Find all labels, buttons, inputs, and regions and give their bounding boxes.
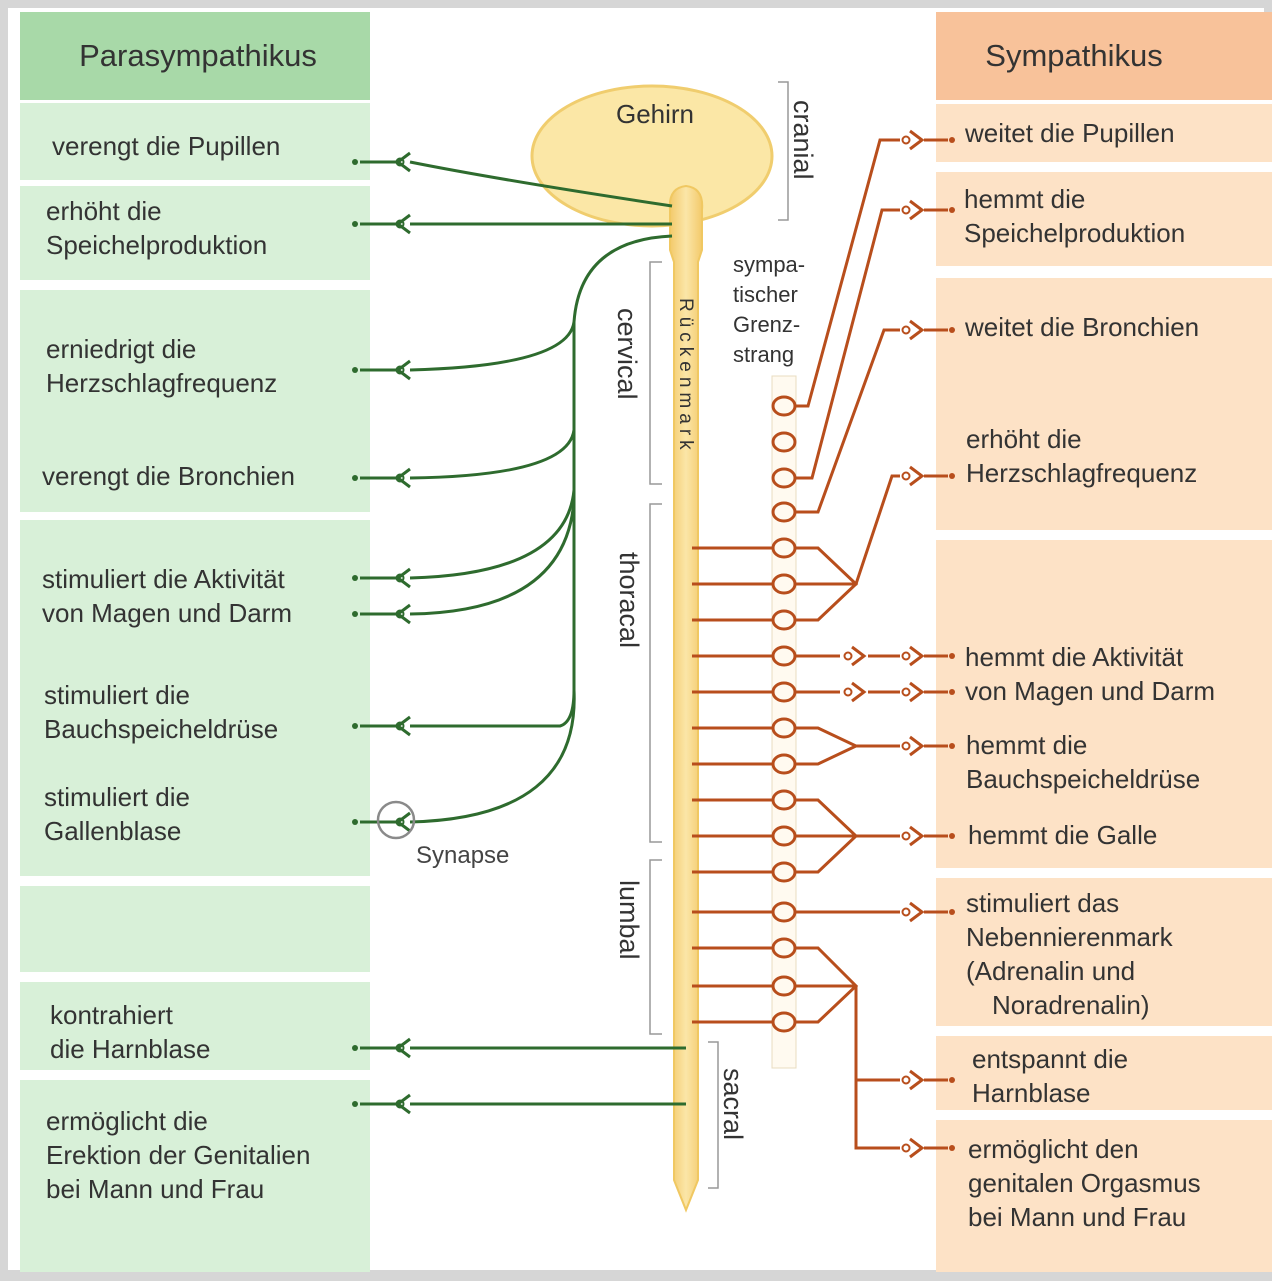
symp-label-heart-2: Herzschlagfrequenz	[966, 458, 1197, 488]
para-label-pancreas-1: stimuliert die	[44, 680, 190, 710]
symp-label-saliva-2: Speichelproduktion	[964, 218, 1185, 248]
ganglion-12	[773, 827, 795, 845]
para-label-bronchi: verengt die Bronchien	[42, 461, 295, 491]
symp-label-bronchi: weitet die Bronchien	[964, 312, 1199, 342]
brain-label: Gehirn	[616, 99, 694, 129]
ganglion-0	[773, 397, 795, 415]
ganglion-9	[773, 719, 795, 737]
ganglion-16	[773, 977, 795, 995]
ganglion-15	[773, 939, 795, 957]
symp-label-bladder-2: Harnblase	[972, 1078, 1091, 1108]
para-label-genital-3: bei Mann und Frau	[46, 1174, 264, 1204]
para-label-heart-2: Herzschlagfrequenz	[46, 368, 277, 398]
ganglion-14	[773, 903, 795, 921]
ganglion-10	[773, 755, 795, 773]
symp-label-adrenal-2: Nebennierenmark	[966, 922, 1174, 952]
symp-label-pancreas-1: hemmt die	[966, 730, 1087, 760]
para-label-gut-2: von Magen und Darm	[42, 598, 292, 628]
ganglion-13	[773, 863, 795, 881]
symp-label-pupils: weitet die Pupillen	[964, 118, 1175, 148]
ganglion-17	[773, 1013, 795, 1031]
region-sacral: sacral	[718, 1068, 748, 1140]
symp-label-adrenal-3: (Adrenalin und	[966, 956, 1135, 986]
para-box-empty	[20, 886, 370, 972]
symp-label-gall: hemmt die Galle	[968, 820, 1157, 850]
para-label-saliva-2: Speichelproduktion	[46, 230, 267, 260]
symp-label-saliva-1: hemmt die	[964, 184, 1085, 214]
region-cervical: cervical	[612, 308, 642, 400]
ganglion-6	[773, 611, 795, 629]
symp-label-genital-2: genitalen Orgasmus	[968, 1168, 1201, 1198]
para-label-genital-2: Erektion der Genitalien	[46, 1140, 310, 1170]
para-label-gall-1: stimuliert die	[44, 782, 190, 812]
ganglion-3	[773, 503, 795, 521]
spinal-cord-label: Rückenmark	[675, 298, 696, 455]
para-header-title: Parasympathikus	[79, 38, 317, 73]
ganglion-7	[773, 647, 795, 665]
synapse-label: Synapse	[416, 842, 509, 869]
para-label-gut-1: stimuliert die Aktivität	[42, 564, 286, 594]
symp-label-genital-1: ermöglicht den	[968, 1134, 1139, 1164]
region-thoracal: thoracal	[614, 552, 644, 648]
symp-label-genital-3: bei Mann und Frau	[968, 1202, 1186, 1232]
ganglion-4	[773, 539, 795, 557]
trunk-label-2: tischer	[733, 282, 798, 307]
symp-label-gut-1: hemmt die Aktivität	[965, 642, 1184, 672]
para-label-gall-2: Gallenblase	[44, 816, 181, 846]
para-label-heart-1: erniedrigt die	[46, 334, 196, 364]
para-label-pancreas-2: Bauchspeicheldrüse	[44, 714, 278, 744]
symp-header-title: Sympathikus	[985, 38, 1162, 73]
ganglion-1	[773, 433, 795, 451]
region-lumbal: lumbal	[614, 880, 644, 960]
para-label-saliva-1: erhöht die	[46, 196, 162, 226]
ganglion-2	[773, 469, 795, 487]
ganglion-5	[773, 575, 795, 593]
symp-label-pancreas-2: Bauchspeicheldrüse	[966, 764, 1200, 794]
para-label-bladder-1: kontrahiert	[50, 1000, 174, 1030]
symp-label-adrenal-1: stimuliert das	[966, 888, 1119, 918]
symp-label-adrenal-4: Noradrenalin)	[992, 990, 1150, 1020]
symp-label-gut-2: von Magen und Darm	[965, 676, 1215, 706]
para-label-pupils: verengt die Pupillen	[52, 131, 280, 161]
trunk-label-1: sympa-	[733, 252, 805, 277]
para-label-bladder-2: die Harnblase	[50, 1034, 210, 1064]
para-label-genital-1: ermöglicht die	[46, 1106, 208, 1136]
ganglion-8	[773, 683, 795, 701]
region-cranial: cranial	[788, 100, 818, 180]
symp-label-bladder-1: entspannt die	[972, 1044, 1128, 1074]
trunk-label-3: Grenz-	[733, 312, 800, 337]
ganglion-11	[773, 791, 795, 809]
symp-label-heart-1: erhöht die	[966, 424, 1082, 454]
trunk-label-4: strang	[733, 342, 794, 367]
